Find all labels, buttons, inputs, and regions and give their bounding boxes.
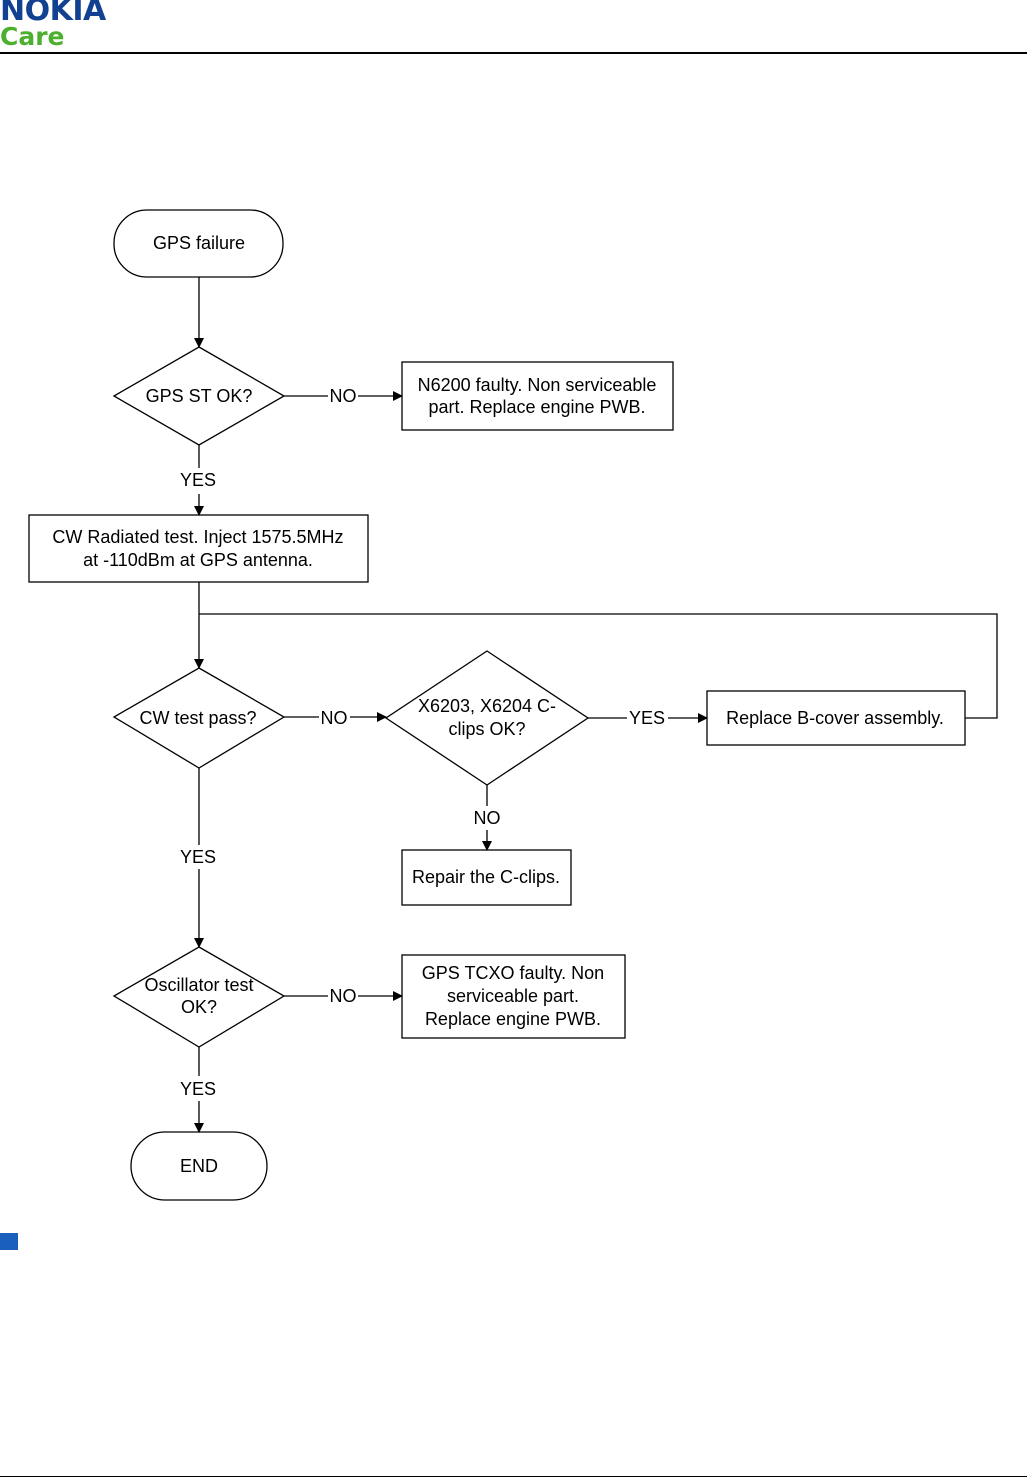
edge-clips-no-label: NO bbox=[474, 808, 501, 828]
node-clips-ok-shape bbox=[384, 650, 590, 786]
logo-care-text: Care bbox=[0, 22, 65, 51]
node-cw-radiated-test-shape bbox=[28, 514, 369, 583]
edge-gps-st-yes-label: YES bbox=[180, 470, 216, 490]
node-cw-test-pass-label: CW test pass? bbox=[139, 708, 256, 728]
node-tcxo-faulty-label-line3: Replace engine PWB. bbox=[425, 1009, 601, 1029]
footer-divider bbox=[0, 1476, 1027, 1477]
node-tcxo-faulty-label-line2: serviceable part. bbox=[447, 986, 579, 1006]
node-tcxo-faulty-label-line1: GPS TCXO faulty. Non bbox=[422, 963, 604, 983]
edge-bcover-loop-back bbox=[199, 613, 998, 719]
section-bullet-marker bbox=[0, 1233, 18, 1250]
edge-clips-yes-label: YES bbox=[629, 708, 665, 728]
node-replace-bcover-label: Replace B-cover assembly. bbox=[726, 708, 944, 728]
node-cw-radiated-label-line2: at -110dBm at GPS antenna. bbox=[83, 550, 313, 570]
node-clips-ok-label-line2: clips OK? bbox=[448, 719, 525, 739]
edge-cw-pass-no-label: NO bbox=[321, 708, 348, 728]
node-n6200-faulty-label-line2: part. Replace engine PWB. bbox=[428, 397, 645, 417]
node-n6200-faulty-label-line1: N6200 faulty. Non serviceable bbox=[418, 375, 657, 395]
edge-cw-pass-yes-label: YES bbox=[180, 847, 216, 867]
node-n6200-faulty-shape bbox=[401, 361, 674, 431]
header-divider bbox=[0, 52, 1027, 54]
edge-osc-yes-label: YES bbox=[180, 1079, 216, 1099]
logo-nokia-text: NOKIA bbox=[0, 0, 106, 28]
node-end-label: END bbox=[180, 1156, 218, 1176]
node-gps-st-ok-label: GPS ST OK? bbox=[146, 386, 253, 406]
node-oscillator-test-label-line2: OK? bbox=[181, 997, 217, 1017]
edge-osc-no-label: NO bbox=[330, 986, 357, 1006]
node-oscillator-test-label-line1: Oscillator test bbox=[144, 975, 253, 995]
node-repair-clips-label: Repair the C-clips. bbox=[412, 867, 560, 887]
edge-gps-st-no-label: NO bbox=[330, 386, 357, 406]
node-start-label: GPS failure bbox=[153, 233, 245, 253]
node-clips-ok-label-line1: X6203, X6204 C- bbox=[418, 696, 556, 716]
node-cw-radiated-label-line1: CW Radiated test. Inject 1575.5MHz bbox=[52, 527, 343, 547]
